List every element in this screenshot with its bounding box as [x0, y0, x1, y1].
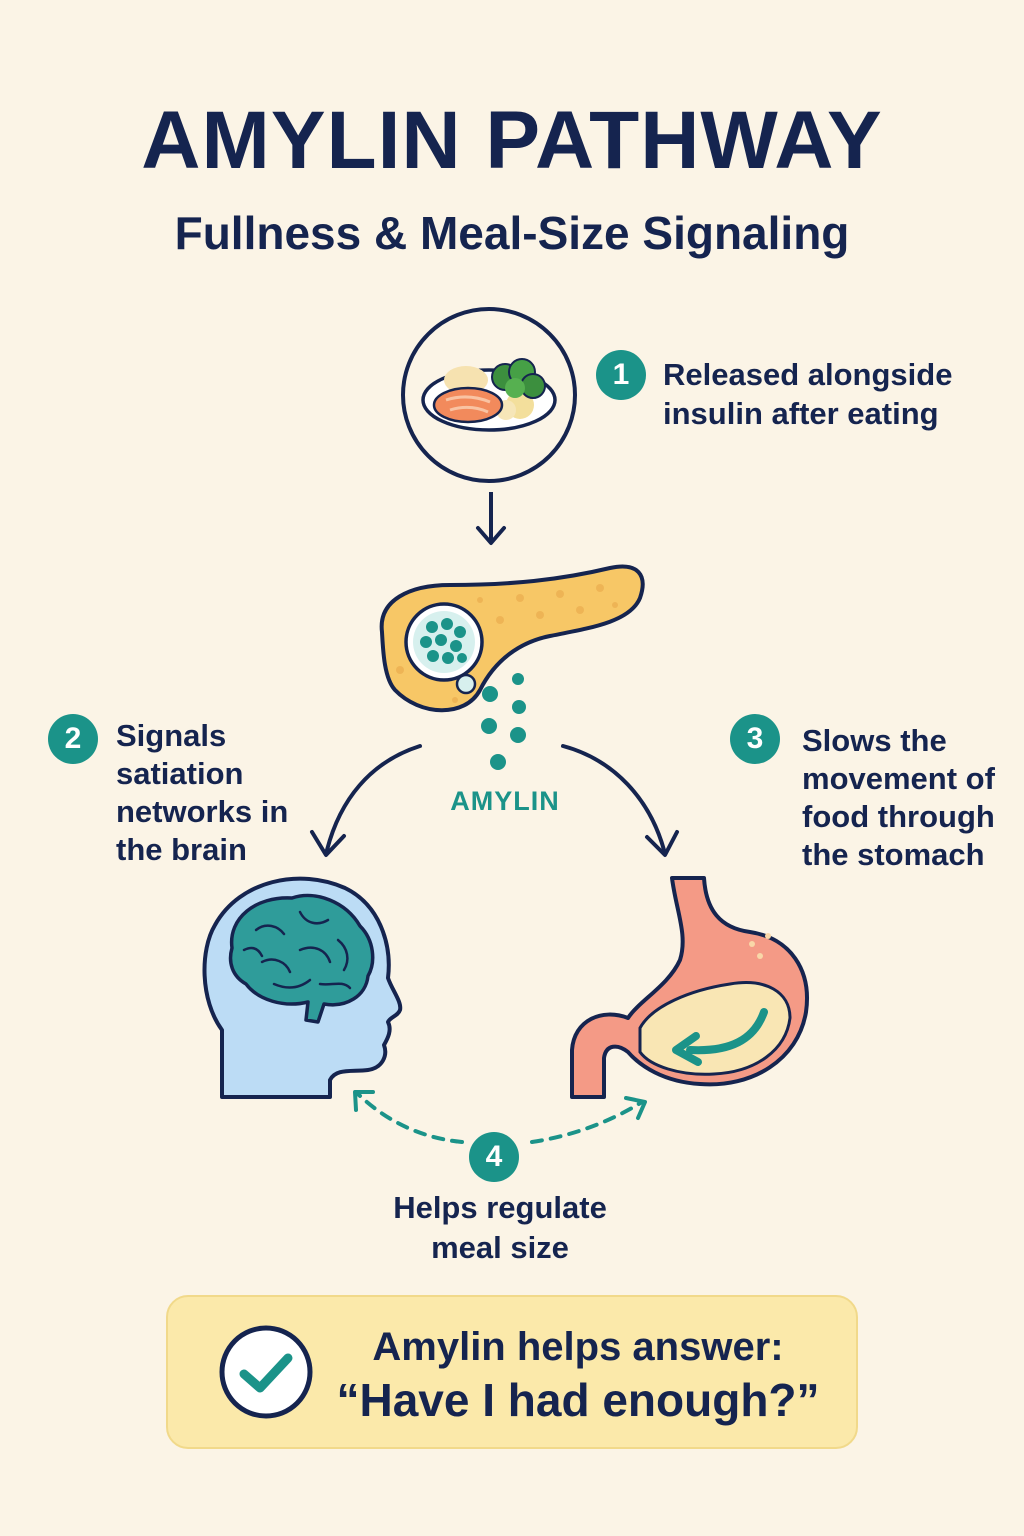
step-3-line: movement of: [802, 761, 995, 796]
step-4-badge: 4: [469, 1132, 519, 1182]
arrow-to-stomach: [561, 744, 666, 852]
step-2-badge: 2: [48, 714, 98, 764]
amylin-particles: [481, 673, 526, 770]
page-title: AMYLIN PATHWAY: [141, 95, 883, 186]
takeaway-text: Amylin helps answer: “Have I had enough?…: [328, 1323, 828, 1429]
step-3-line: Slows the: [802, 723, 947, 758]
step-3-line: the stomach: [802, 837, 985, 872]
step-2-line: Signals: [116, 718, 227, 753]
brain-head-icon: [202, 876, 403, 1099]
step-1-text: Released alongside insulin after eating: [663, 356, 952, 434]
takeaway-box: Amylin helps answer: “Have I had enough?…: [166, 1295, 858, 1449]
step-2-line: networks in: [116, 794, 289, 829]
step-1-badge: 1: [596, 350, 646, 400]
arrow-to-brain: [325, 744, 422, 852]
pancreas-icon: [379, 564, 645, 713]
page-subtitle: Fullness & Meal-Size Signaling: [174, 207, 850, 259]
takeaway-line-1: Amylin helps answer:: [372, 1325, 784, 1369]
amylin-label: AMYLIN: [450, 786, 560, 816]
step-4-line: Helps regulate: [393, 1190, 607, 1225]
stomach-icon: [570, 876, 809, 1099]
feedback-arrow-left-head: [353, 1090, 375, 1112]
step-2-text: Signals satiation networks in the brain: [116, 717, 288, 869]
step-3-line: food through: [802, 799, 995, 834]
step-1-line: insulin after eating: [663, 395, 939, 431]
step-2-line: the brain: [116, 832, 247, 867]
step-4-line: meal size: [431, 1230, 569, 1265]
feedback-arrow-right-head: [624, 1096, 647, 1120]
step-2-line: satiation: [116, 756, 244, 791]
arrow-to-stomach-head: [645, 830, 679, 857]
step-1-line: Released alongside: [663, 357, 953, 392]
feedback-arrow-right: [530, 1100, 644, 1144]
down-arrow: [476, 492, 506, 545]
arrow-to-brain-head: [310, 830, 346, 857]
meal-plate-icon: [401, 307, 577, 483]
checkmark-icon: [219, 1325, 313, 1419]
takeaway-question: “Have I had enough?”: [336, 1374, 820, 1426]
step-3-badge: 3: [730, 714, 780, 764]
step-4-text: Helps regulate meal size: [350, 1188, 650, 1268]
step-3-text: Slows the movement of food through the s…: [802, 722, 995, 874]
feedback-arrow-left: [356, 1092, 464, 1144]
